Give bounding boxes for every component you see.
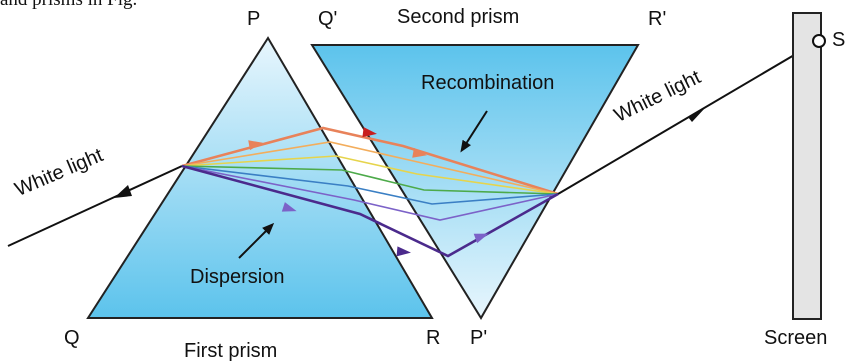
emergent-ray-arrow xyxy=(688,108,705,122)
label-q-prime: Q' xyxy=(318,8,338,30)
screen-point-s xyxy=(812,34,826,48)
label-dispersion: Dispersion xyxy=(190,266,285,288)
spectrum-rays xyxy=(181,126,559,258)
violet-ray-arrow-1 xyxy=(281,202,297,212)
spectrum-ray-violet xyxy=(181,164,559,258)
label-first-prism: First prism xyxy=(184,340,278,362)
screen xyxy=(792,12,822,320)
label-second-prism: Second prism xyxy=(397,6,520,28)
dispersion-pointer xyxy=(238,222,275,259)
label-s: S xyxy=(832,29,846,51)
label-r-prime: R' xyxy=(648,8,667,30)
emergent-ray xyxy=(557,40,819,195)
label-p: P xyxy=(247,8,261,30)
caption-fragment: and prisms in Fig. xyxy=(0,0,137,11)
red-ray-arrow-1 xyxy=(248,140,263,151)
label-screen: Screen xyxy=(764,327,828,349)
red-ray-arrow-3 xyxy=(412,147,427,158)
label-r: R xyxy=(426,327,441,349)
spectrum-ray-indigo xyxy=(181,165,559,221)
violet-ray-arrow-3 xyxy=(473,233,489,244)
violet-ray-arrow-2 xyxy=(396,246,411,257)
incident-ray xyxy=(7,165,183,247)
spectrum-ray-yellow xyxy=(181,155,559,195)
spectrum-ray-green xyxy=(181,165,559,195)
recombination-pointer xyxy=(460,110,488,153)
spectrum-ray-blue xyxy=(181,165,559,205)
incident-ray-arrow xyxy=(114,185,132,198)
label-recombination: Recombination xyxy=(421,72,555,94)
red-ray-arrow-2 xyxy=(362,127,377,138)
first-prism xyxy=(86,36,434,319)
label-q: Q xyxy=(64,327,80,349)
spectrum-ray-orange xyxy=(181,141,559,195)
label-p-prime: P' xyxy=(470,327,488,349)
